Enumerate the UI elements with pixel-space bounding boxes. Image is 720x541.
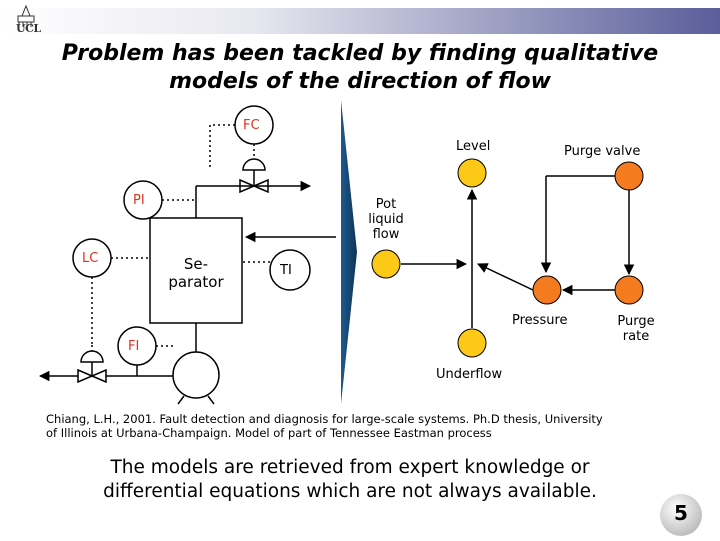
header-gradient-bar bbox=[0, 8, 720, 34]
underflow-label: Underflow bbox=[436, 367, 503, 382]
summary-statement: The models are retrieved from expert kno… bbox=[30, 456, 670, 504]
bottom-control-valve bbox=[77, 368, 107, 384]
purge-rate-line-1: Purge bbox=[617, 314, 655, 329]
divider-wedge bbox=[341, 100, 357, 404]
node-pot-liquid-flow bbox=[371, 249, 401, 279]
bottom-valve-actuator bbox=[80, 350, 104, 363]
page-number-circle bbox=[660, 494, 702, 536]
citation-line-2: of Illinois at Urbana-Champaign. Model o… bbox=[46, 426, 492, 440]
separator-label-line-2: parator bbox=[168, 273, 224, 291]
title-line-2: models of the direction of flow bbox=[169, 69, 551, 94]
title-line-1: Problem has been tackled by finding qual… bbox=[61, 41, 659, 66]
page-number-badge: 5 bbox=[659, 493, 703, 537]
logo-text: UCL bbox=[16, 22, 41, 35]
university-logo bbox=[17, 4, 35, 27]
citation: Chiang, L.H., 2001. Fault detection and … bbox=[46, 412, 706, 440]
purge-rate-label: Purge rate bbox=[606, 314, 666, 344]
ti-instrument bbox=[269, 249, 311, 291]
pot-liquid-flow-label: Pot liquid flow bbox=[356, 197, 416, 242]
purge-rate-line-2: rate bbox=[622, 329, 650, 344]
separator-vessel bbox=[149, 217, 243, 324]
summary-line-1: The models are retrieved from expert kno… bbox=[110, 457, 590, 478]
pump bbox=[172, 351, 220, 399]
node-underflow bbox=[457, 328, 487, 358]
ti-label: TI bbox=[280, 263, 292, 278]
node-level bbox=[457, 158, 487, 188]
citation-line-1: Chiang, L.H., 2001. Fault detection and … bbox=[46, 412, 603, 426]
pressure-label: Pressure bbox=[512, 313, 568, 328]
node-purge-rate bbox=[614, 275, 644, 305]
edge-pressure-to-junction bbox=[477, 263, 534, 291]
summary-line-2: differential equations which are not alw… bbox=[103, 481, 597, 502]
pi-label: PI bbox=[133, 193, 145, 208]
separator-label-line-1: Se- bbox=[183, 255, 209, 273]
fc-label: FC bbox=[243, 118, 260, 133]
lc-label: LC bbox=[82, 251, 99, 266]
purge-valve-label: Purge valve bbox=[564, 144, 641, 159]
page-number: 5 bbox=[674, 501, 688, 525]
pot-liquid-flow-line-1: Pot bbox=[375, 197, 397, 212]
top-valve-actuator bbox=[242, 158, 266, 171]
level-label: Level bbox=[456, 139, 491, 154]
page-title: Problem has been tackled by finding qual… bbox=[20, 40, 700, 96]
node-pressure bbox=[532, 275, 562, 305]
node-purge-valve bbox=[614, 161, 644, 191]
pot-liquid-flow-line-3: flow bbox=[372, 227, 400, 242]
fi-label: FI bbox=[128, 339, 140, 354]
pot-liquid-flow-line-2: liquid bbox=[368, 212, 404, 227]
separator-label: Se- parator bbox=[150, 255, 242, 291]
